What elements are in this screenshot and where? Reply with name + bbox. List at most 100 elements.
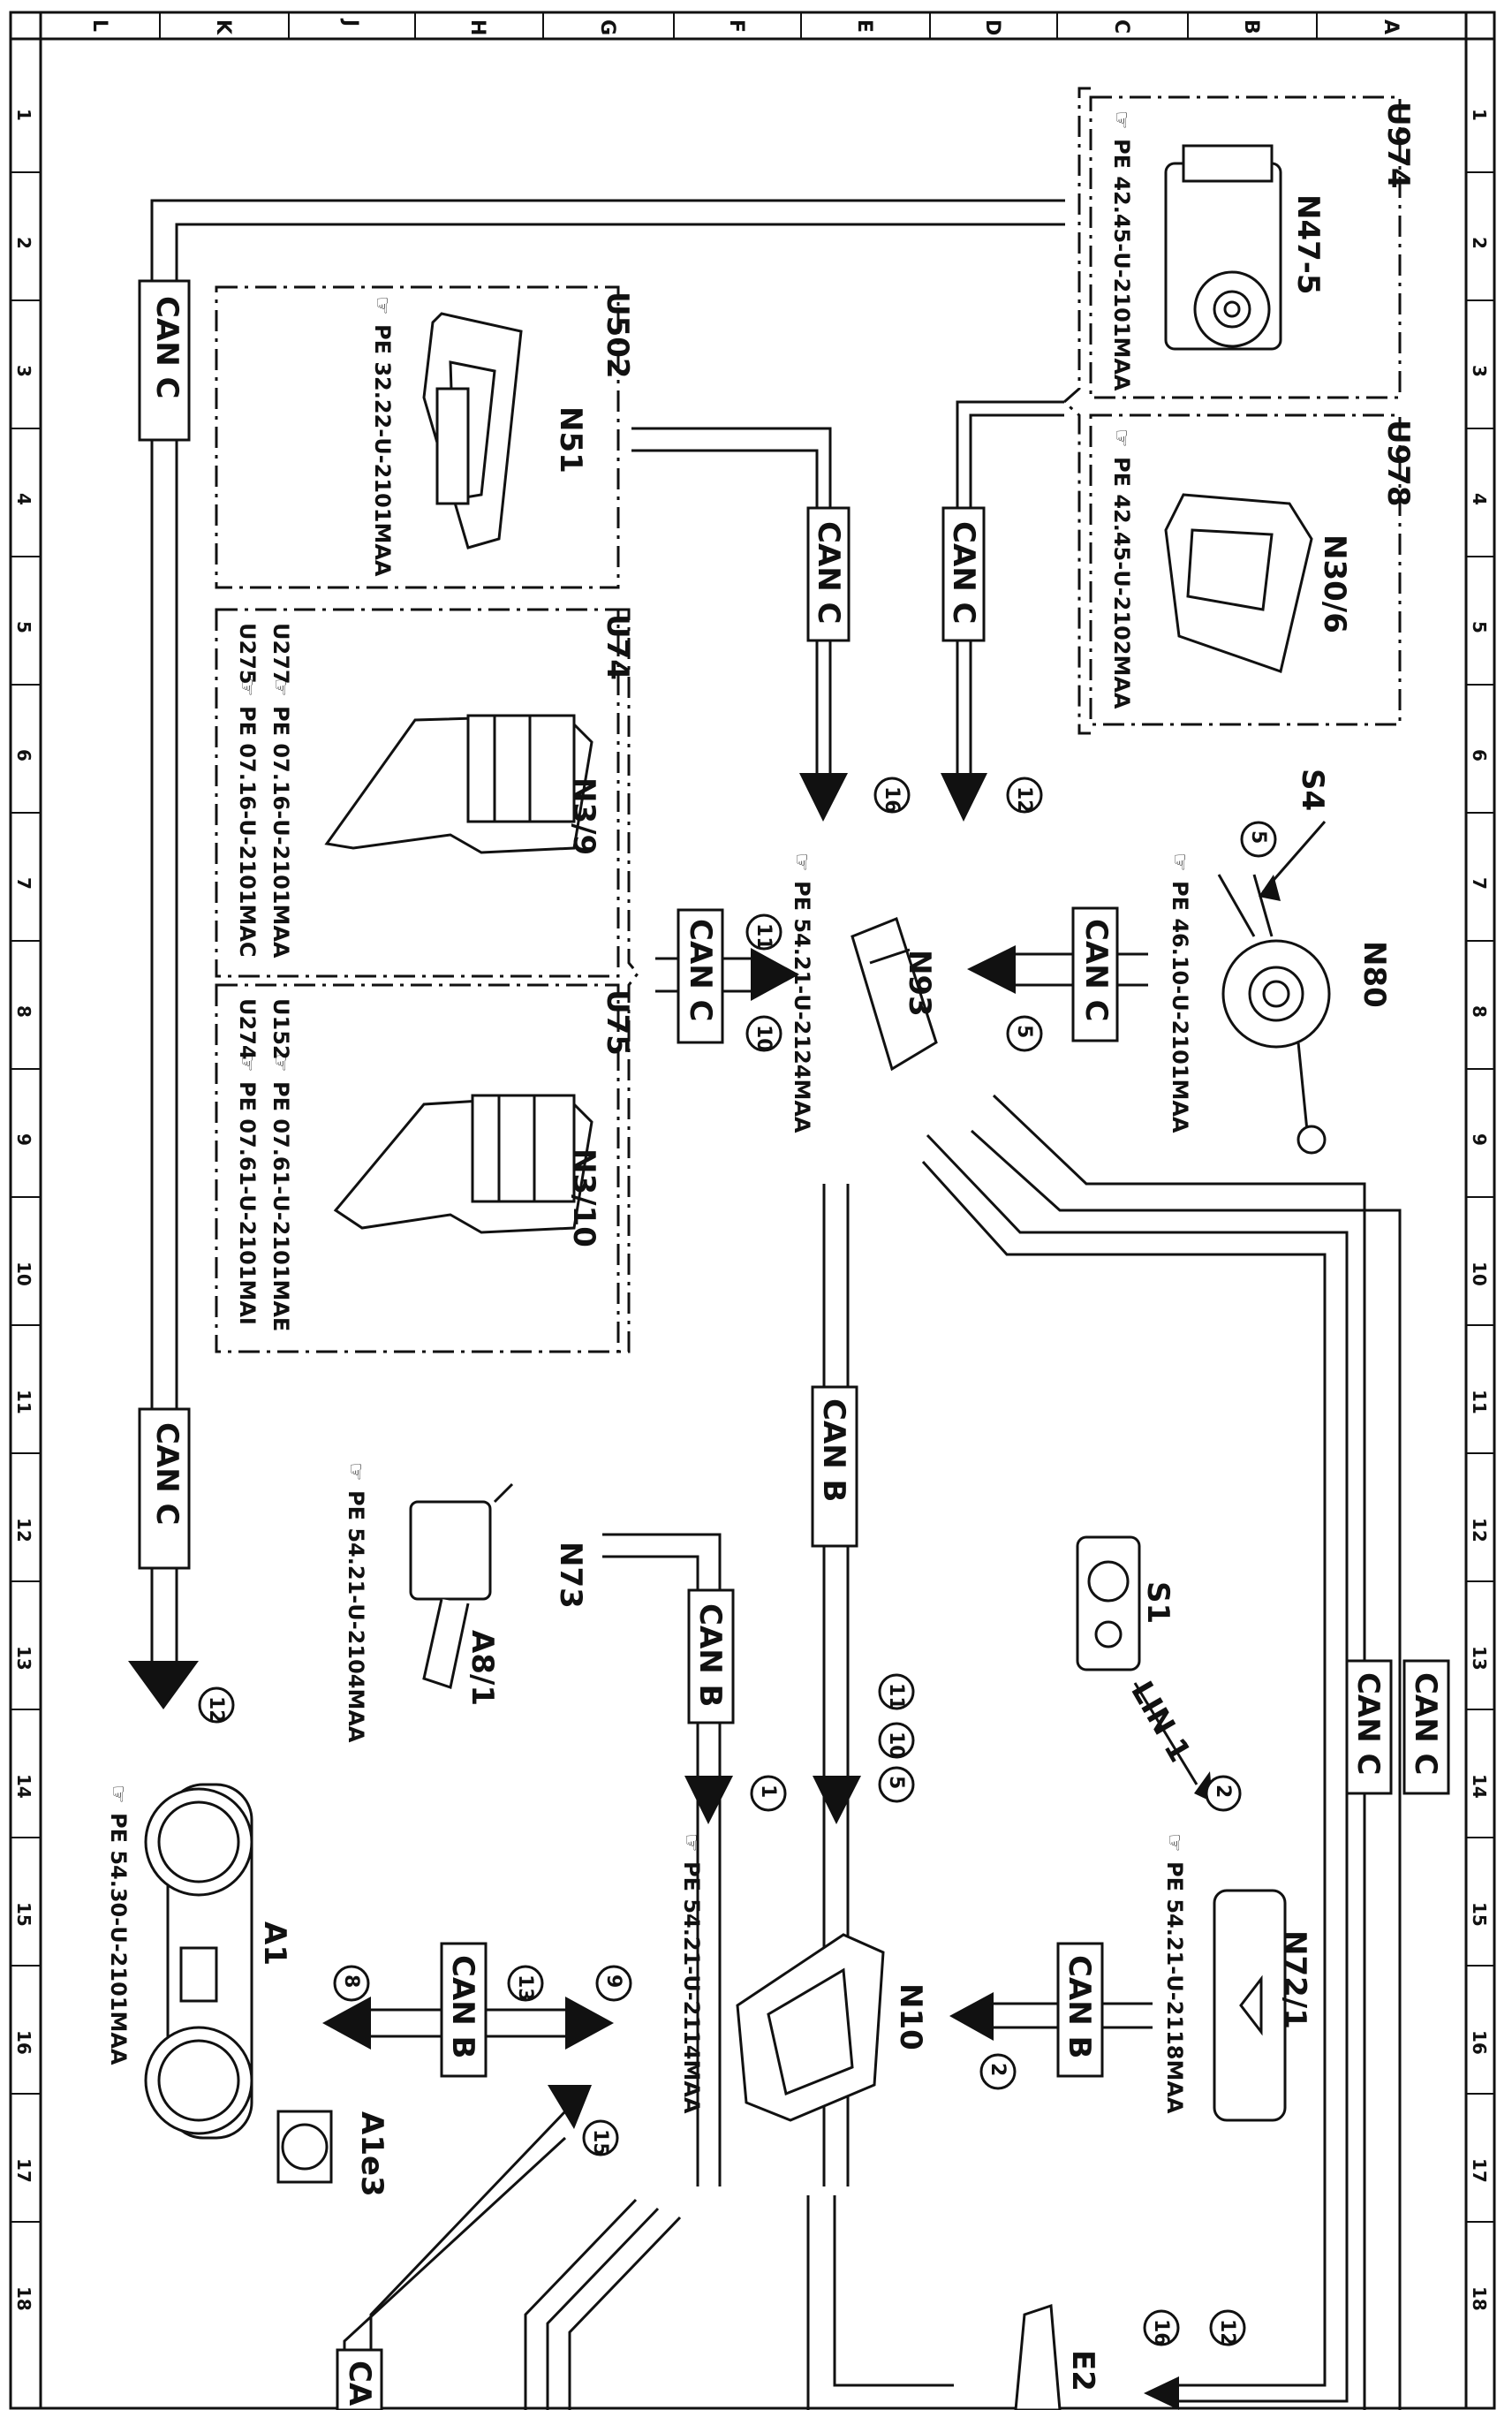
component-label: N3/10 xyxy=(566,1148,601,1247)
connector-circle xyxy=(198,1686,235,1724)
connector-circle xyxy=(878,1673,915,1710)
column-label: A xyxy=(1380,19,1402,34)
bracket-u74-u75 xyxy=(618,608,639,1353)
connector-circle xyxy=(1205,1775,1242,1812)
box-code-label: U502 xyxy=(600,292,635,379)
n73-drawing xyxy=(409,1482,514,1689)
bus-label: CAN C xyxy=(1408,1672,1443,1776)
row-label: 4 xyxy=(13,493,34,505)
column-label: B xyxy=(1240,19,1262,34)
column-label: E xyxy=(853,19,875,33)
connector-circle xyxy=(979,2053,1017,2090)
n30-6-drawing xyxy=(1164,493,1313,673)
connector-circle xyxy=(333,1965,370,2002)
component-boxes xyxy=(215,95,1402,1353)
connector-circle xyxy=(507,1965,544,2002)
hand-pointer-icon: ☞ xyxy=(790,853,814,872)
reference-labels: ☞PE 42.45-U-2101MAA☞PE 42.45-U-2102MAA☞P… xyxy=(106,110,1192,2114)
column-label: K xyxy=(212,19,234,35)
row-label: 16 xyxy=(13,2030,34,2055)
connector-circle xyxy=(1143,2309,1180,2346)
reference-prefix: U277 xyxy=(268,623,293,685)
connector-number: 2 xyxy=(1212,1785,1234,1798)
row-label: 2 xyxy=(13,237,34,249)
component-label: N73 xyxy=(553,1542,588,1609)
row-label: 17 xyxy=(13,2158,34,2183)
component-label: N3/9 xyxy=(566,777,601,855)
row-label: 1 xyxy=(1469,109,1490,121)
connector-number: 11 xyxy=(752,923,775,951)
bus-label: CAN B xyxy=(816,1398,851,1502)
n51-drawing xyxy=(422,312,523,549)
connector-circle xyxy=(878,1722,915,1759)
n10-drawing xyxy=(736,1933,885,2122)
connector-circle xyxy=(1006,777,1043,814)
reference-code: PE 54.21-U-2104MAA xyxy=(344,1490,368,1743)
component-label: N47-5 xyxy=(1290,194,1326,295)
connector-number: 5 xyxy=(1013,1025,1035,1038)
row-label: 5 xyxy=(1469,621,1490,633)
box-u974 xyxy=(1089,95,1402,399)
column-label: H xyxy=(466,19,488,35)
row-label: 8 xyxy=(1469,1005,1490,1018)
box-code-label: U978 xyxy=(1380,420,1416,507)
hand-pointer-icon: ☞ xyxy=(1168,853,1192,872)
arrowheads xyxy=(128,773,1281,2410)
box-u502 xyxy=(215,285,620,589)
n93-drawing xyxy=(850,917,938,1072)
column-label: C xyxy=(1110,19,1132,34)
connector-number: 8 xyxy=(340,1974,362,1988)
row-label: 17 xyxy=(1469,2158,1490,2183)
row-label: 7 xyxy=(13,877,34,890)
connector-number: 10 xyxy=(752,1025,775,1052)
e2-drawing xyxy=(1014,2303,1062,2410)
component-label: N72/1 xyxy=(1277,1930,1312,2029)
row-label: 3 xyxy=(13,365,34,377)
connector-circle xyxy=(745,913,782,951)
reference-code: PE 07.16-U-2101MAC xyxy=(235,706,260,958)
component-label: N93 xyxy=(902,950,937,1017)
row-label: 14 xyxy=(13,1774,34,1799)
row-label: 9 xyxy=(1469,1133,1490,1146)
connector-number: 12 xyxy=(205,1696,227,1724)
bus-label-tubes xyxy=(138,279,1450,2410)
row-label: 15 xyxy=(13,1902,34,1927)
column-label: J xyxy=(339,18,361,27)
row-label: 14 xyxy=(1469,1774,1490,1799)
box-code-label: U75 xyxy=(600,989,635,1056)
box-u75 xyxy=(215,983,620,1353)
row-label: 18 xyxy=(13,2286,34,2311)
connector-number: 12 xyxy=(1216,2319,1238,2346)
reference-code: PE 32.22-U-2101MAA xyxy=(370,324,395,577)
hand-pointer-icon: ☞ xyxy=(106,1785,131,1804)
bus-label: CA xyxy=(342,2361,377,2406)
s1-drawing xyxy=(1076,1535,1141,1671)
component-label: N51 xyxy=(553,406,588,474)
connector-circle xyxy=(873,777,911,814)
row-label: 12 xyxy=(1469,1518,1490,1542)
bus-label: CAN C xyxy=(946,521,981,625)
reference-code: PE 54.21-U-2118MAA xyxy=(1162,1861,1187,2114)
hand-pointer-icon: ☞ xyxy=(370,296,395,315)
component-label: N10 xyxy=(893,1983,928,2050)
bus-label: CAN C xyxy=(683,919,718,1022)
connector-number: 13 xyxy=(514,1974,536,2002)
reference-prefix: U275 xyxy=(235,623,260,685)
component-label: N30/6 xyxy=(1317,534,1352,633)
component-label: A1 xyxy=(257,1921,292,1966)
bus-label: CAN C xyxy=(811,521,846,625)
reference-prefix: U274 xyxy=(235,998,260,1060)
connector-number: 5 xyxy=(1247,830,1269,844)
connector-number: 16 xyxy=(881,786,903,814)
row-label: 11 xyxy=(13,1390,34,1414)
n72-1-drawing xyxy=(1213,1889,1287,2122)
row-label: 10 xyxy=(1469,1262,1490,1286)
bus-label: CAN C xyxy=(149,296,185,399)
connector-circle xyxy=(750,1775,787,1812)
reference-code: PE 07.16-U-2101MAA xyxy=(268,706,293,959)
